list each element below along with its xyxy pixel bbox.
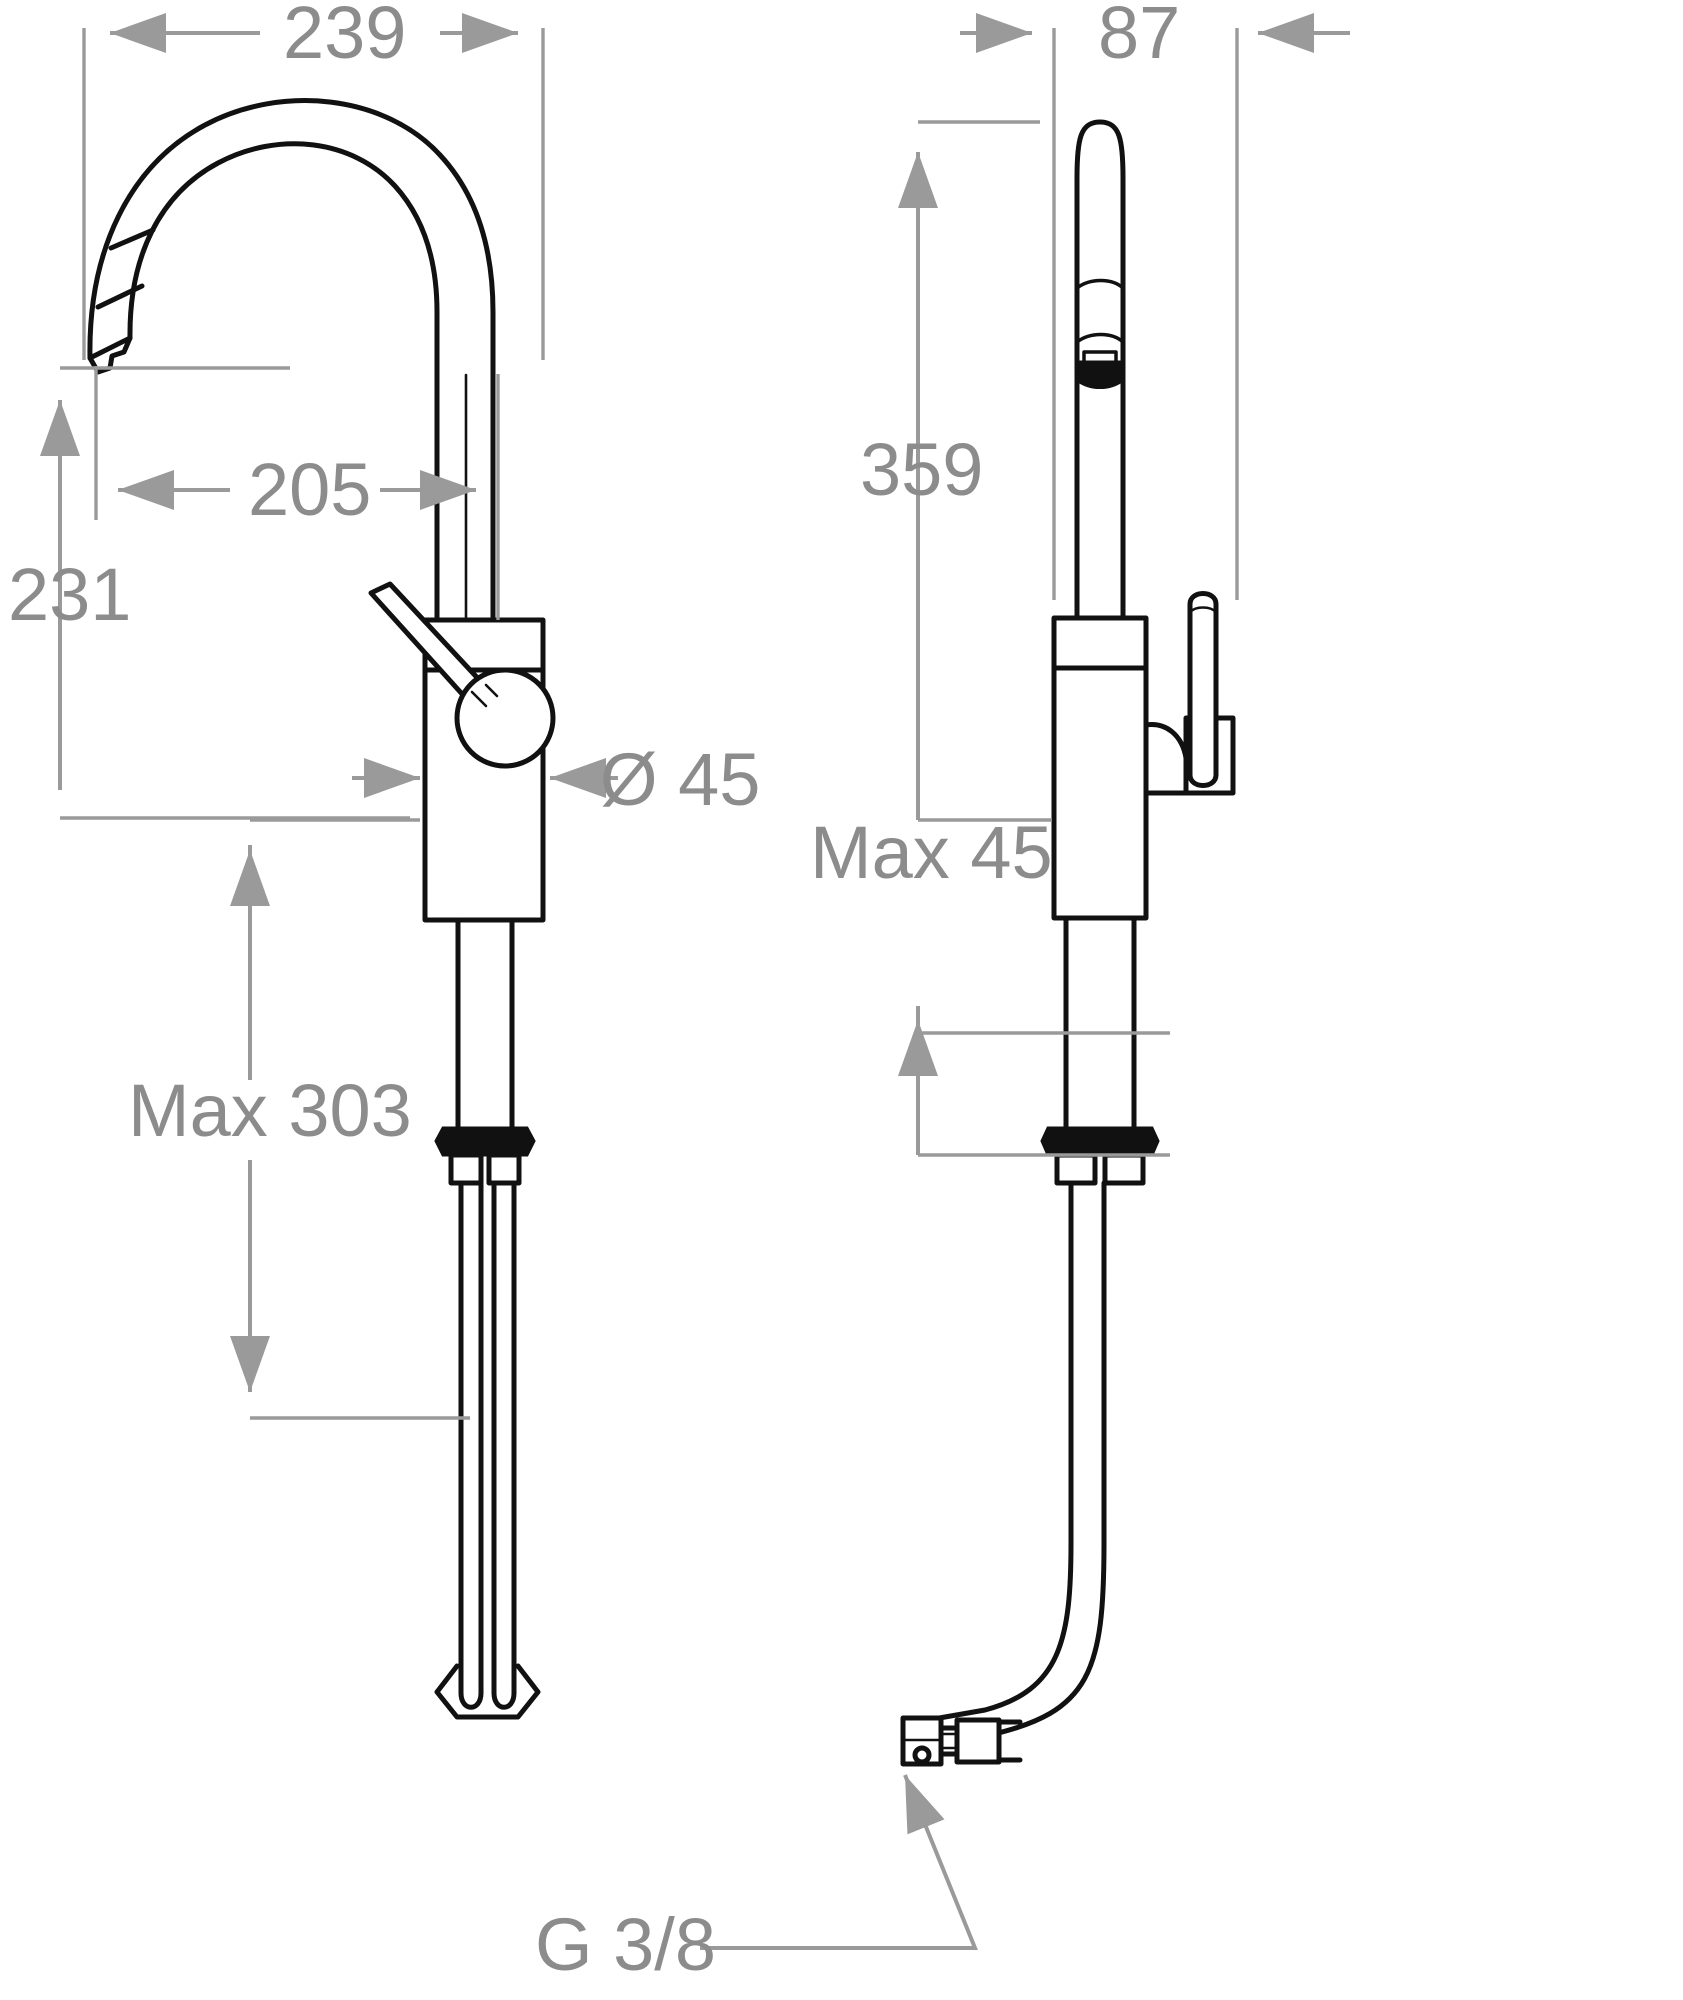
dim-max45-value: Max 45 (810, 811, 1053, 894)
hose-connector (900, 1715, 1023, 1767)
dim-359-value: 359 (860, 428, 983, 511)
dim-d45: Ø 45 (352, 738, 760, 821)
dim-231: 231 (8, 366, 410, 820)
dim-239: 239 (82, 0, 545, 360)
dim-205: 205 (94, 366, 500, 620)
spray-head (1074, 119, 1126, 621)
dim-87-value: 87 (1098, 0, 1180, 74)
dim-231-value: 231 (8, 553, 131, 636)
dim-max303: Max 303 (128, 818, 470, 1420)
dim-359: 359 (860, 120, 1052, 822)
lever-handle-side (1143, 591, 1236, 796)
label-g38: G 3/8 (535, 1774, 978, 1986)
side-view (900, 119, 1236, 1767)
lever-handle (368, 581, 556, 769)
supply-hose (902, 1180, 1107, 1753)
threaded-rods (434, 1180, 541, 1720)
dim-239-value: 239 (283, 0, 406, 74)
dim-max45: Max 45 (810, 811, 1170, 1157)
mounting-shank (434, 917, 536, 1186)
valve-body-side (1051, 615, 1149, 921)
label-g38-value: G 3/8 (535, 1903, 716, 1986)
front-view (87, 98, 556, 1720)
dim-d45-value: Ø 45 (600, 738, 760, 821)
dim-max303-value: Max 303 (128, 1069, 412, 1152)
dim-205-value: 205 (248, 448, 371, 531)
mounting-shank-side (1040, 915, 1160, 1186)
dim-87: 87 (960, 0, 1350, 600)
